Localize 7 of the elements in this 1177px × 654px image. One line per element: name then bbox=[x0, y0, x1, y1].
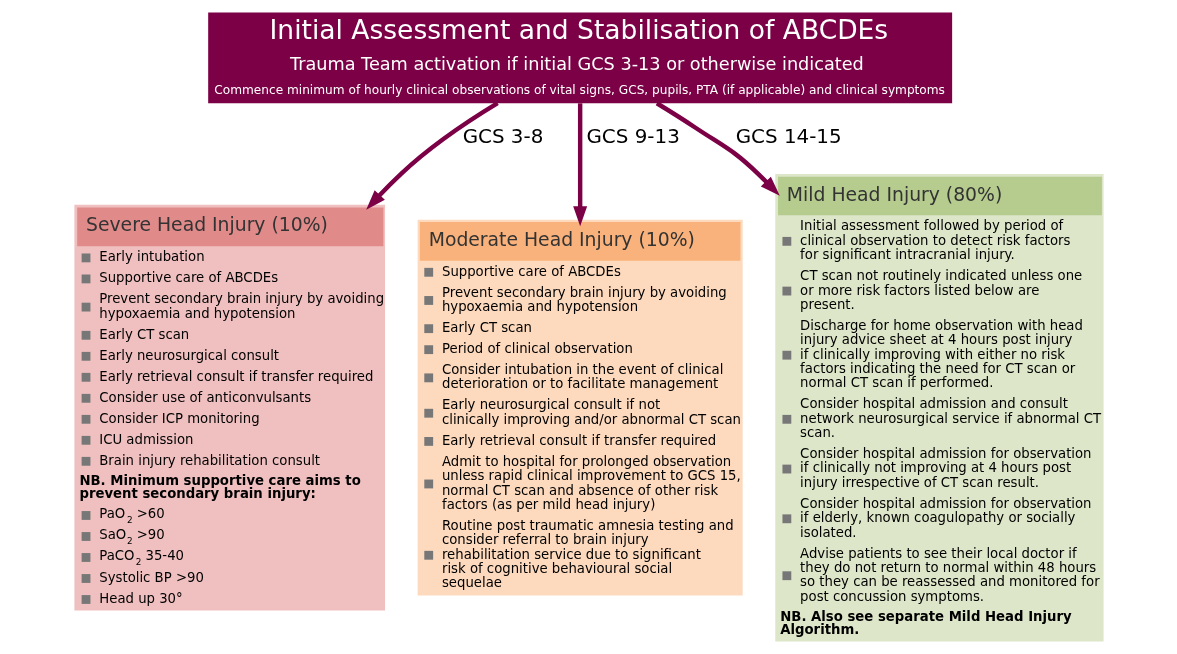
edge-label: GCS 14-15 bbox=[735, 125, 842, 149]
edge-label: GCS 3-8 bbox=[462, 125, 543, 149]
arrow bbox=[365, 101, 499, 210]
arrow bbox=[655, 101, 780, 196]
edge-label: GCS 9-13 bbox=[585, 125, 680, 149]
node-box: Initial Assessment and Stabilisation of ABCDEs Trauma Team activation if initial GCS 3-13 or otherwise indicated Commence minimum of hourly clinical observations of vital signs, GCS, pupils, PTA (if applicable) and clinical symptoms bbox=[207, 12, 952, 104]
arrow bbox=[572, 103, 587, 227]
